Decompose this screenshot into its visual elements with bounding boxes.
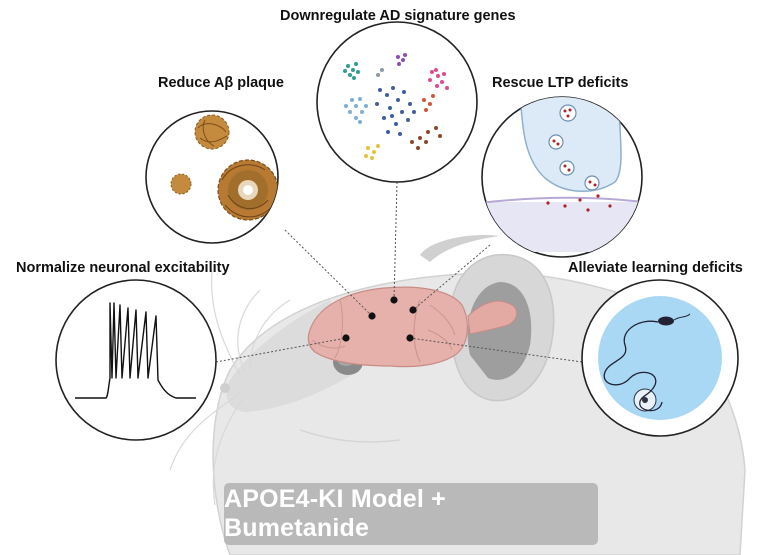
plaque-panel [145, 110, 279, 244]
gene-cluster-icon [343, 53, 449, 160]
label-alleviate-learning: Alleviate learning deficits [568, 260, 743, 276]
model-banner: APOE4-KI Model + Bumetanide [224, 483, 598, 545]
genes-panel [316, 21, 478, 183]
brain-region-dots [342, 296, 417, 342]
connector-lines [215, 181, 583, 363]
label-rescue-ltp: Rescue LTP deficits [492, 75, 629, 91]
label-normalize-excitability: Normalize neuronal excitability [16, 260, 230, 276]
brain-icon [307, 286, 518, 368]
label-reduce-plaque: Reduce Aβ plaque [158, 75, 284, 91]
ltp-panel [481, 96, 643, 258]
label-downregulate-genes: Downregulate AD signature genes [280, 8, 516, 24]
learning-panel [581, 279, 739, 437]
excitability-panel [55, 279, 217, 441]
water-maze-icon [598, 296, 722, 420]
spike-train-icon [75, 302, 196, 399]
